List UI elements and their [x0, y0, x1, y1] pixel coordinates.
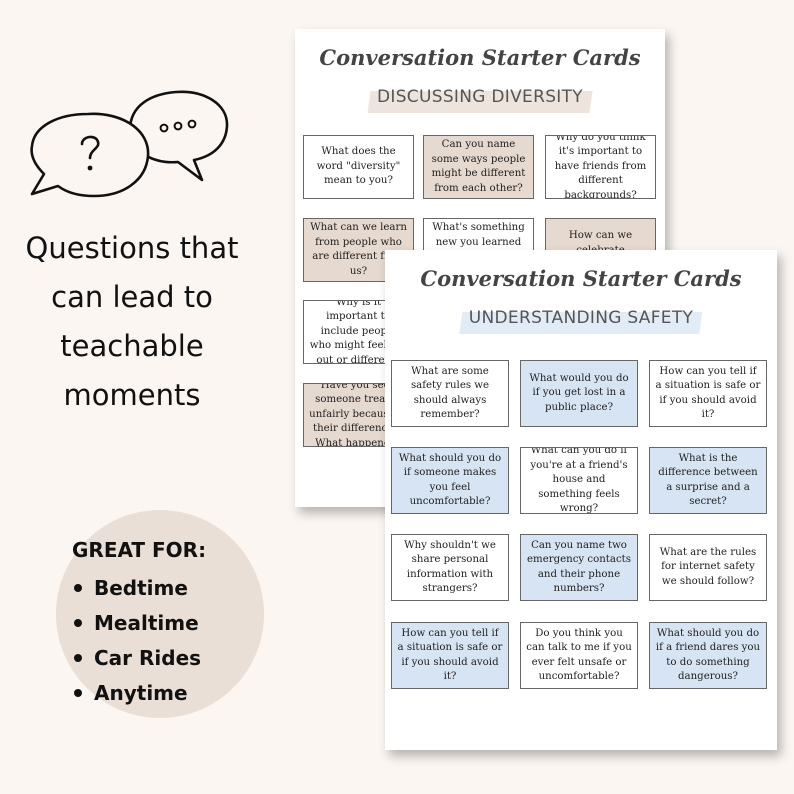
list-item-label: Bedtime: [94, 576, 188, 600]
sheet-title: Conversation Starter Cards: [319, 45, 641, 70]
bullet-icon: [74, 618, 82, 627]
sheet-subtitle: UNDERSTANDING SAFETY: [459, 308, 703, 334]
list-item: Bedtime: [74, 571, 201, 606]
sheet-title: Conversation Starter Cards: [420, 266, 742, 291]
question-card: How can you tell if a situation is safe …: [391, 622, 509, 689]
question-card: Why do you think it's important to have …: [545, 135, 656, 199]
list-item-label: Mealtime: [94, 611, 199, 635]
sheet-subtitle: DISCUSSING DIVERSITY: [367, 87, 593, 113]
speech-bubbles-icon: [30, 90, 229, 198]
tagline-line: can lead to: [51, 280, 213, 314]
question-card: What would you do if you get lost in a p…: [520, 360, 638, 427]
question-card: Do you think you can talk to me if you e…: [520, 622, 638, 689]
question-card: What should you do if someone makes you …: [391, 447, 509, 514]
question-card: What is the difference between a surpris…: [649, 447, 767, 514]
great-for-list: Bedtime Mealtime Car Rides Anytime: [74, 571, 201, 711]
question-card: What are the rules for internet safety w…: [649, 534, 767, 601]
bullet-icon: [74, 688, 82, 697]
question-card: Why shouldn't we share personal informat…: [391, 534, 509, 601]
bullet-icon: [74, 583, 82, 592]
list-item-label: Anytime: [94, 681, 188, 705]
tagline-line: moments: [63, 378, 201, 412]
question-card: What does the word "diversity" mean to y…: [303, 135, 414, 199]
question-card: Can you name two emergency contacts and …: [520, 534, 638, 601]
tagline-line: Questions that: [25, 231, 239, 265]
question-card: Can you name some ways people might be d…: [423, 135, 534, 199]
list-item: Mealtime: [74, 606, 201, 641]
great-for-title: GREAT FOR:: [72, 538, 207, 562]
tagline: Questions that can lead to teachable mom…: [12, 224, 252, 420]
question-card: What should you do if a friend dares you…: [649, 622, 767, 689]
list-item: Car Rides: [74, 641, 201, 676]
list-item: Anytime: [74, 676, 201, 711]
list-item-label: Car Rides: [94, 646, 202, 670]
question-card: What are some safety rules we should alw…: [391, 360, 509, 427]
question-card: What can you do if you're at a friend's …: [520, 447, 638, 514]
sheet-subtitle-text: UNDERSTANDING SAFETY: [468, 308, 694, 328]
tagline-line: teachable: [60, 329, 204, 363]
question-card: How can you tell if a situation is safe …: [649, 360, 767, 427]
bullet-icon: [74, 653, 82, 662]
great-for-circle: [56, 510, 264, 718]
sheet-subtitle-text: DISCUSSING DIVERSITY: [377, 87, 583, 107]
safety-sheet: Conversation Starter Cards UNDERSTANDING…: [385, 250, 777, 750]
